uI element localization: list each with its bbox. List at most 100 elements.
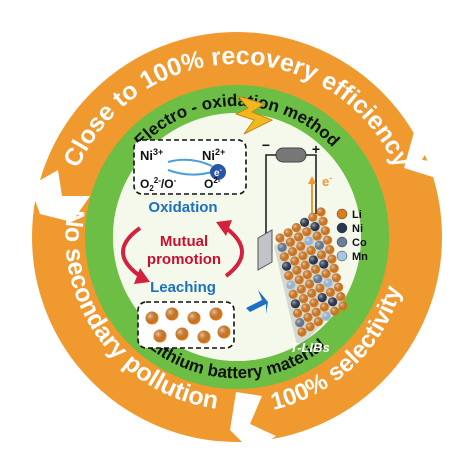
lattice-atom-shine: [303, 312, 313, 322]
redox-box: [133, 139, 247, 195]
li-ion-shine: [153, 329, 167, 343]
electron-arrow-icon: [167, 158, 213, 167]
lattice-atom-shine: [312, 231, 322, 241]
lattice-atom-shine: [298, 251, 308, 261]
lattice-atom-shine: [300, 217, 310, 227]
lattice-atom-shine: [302, 227, 312, 237]
lattice-atom-shine: [307, 288, 317, 298]
ring-gap-right: [404, 128, 454, 178]
lattice-atom-shine: [336, 292, 346, 302]
lattice-atom-shine: [293, 308, 303, 318]
lattice-atom-shine: [296, 284, 306, 294]
ring-gap-left: [30, 170, 90, 222]
li-ion-shine: [145, 311, 159, 325]
electron-flow-arrowhead: [308, 176, 316, 184]
lattice-atom-shine: [325, 287, 335, 297]
legend-swatch: [336, 222, 348, 234]
lattice-atom-shine: [313, 274, 323, 284]
oxide-label: O2-: [204, 176, 221, 191]
lattice-atom-shine: [328, 297, 338, 307]
promotion-label: promotion: [147, 251, 221, 268]
li-ion-shine: [209, 307, 223, 321]
counter-electrode: [257, 229, 273, 271]
lattice-atom-shine: [314, 240, 324, 250]
lightning-icon: [234, 95, 274, 135]
legend-swatch: [336, 236, 348, 248]
minus-sign: −: [262, 137, 270, 153]
lattice-atom-shine: [320, 226, 330, 236]
lattice-atom-shine: [331, 273, 341, 283]
lattice-atom-shine: [283, 228, 293, 238]
lattice-atom-shine: [291, 223, 301, 233]
lattice-atom-shine: [308, 212, 318, 222]
lattice-atom-shine: [308, 255, 318, 265]
lattice-atom-shine: [284, 271, 294, 281]
lattice-atom-shine: [319, 302, 329, 312]
lattice-atom-shine: [279, 252, 289, 262]
lattice-atom-shine: [299, 294, 309, 304]
lattice-atom-shine: [310, 222, 320, 232]
legend-swatch: [336, 250, 348, 262]
lattice-atom-shine: [297, 327, 307, 337]
lattice-atom-shine: [304, 236, 314, 246]
lattice-atom-shine: [294, 232, 304, 242]
lattice-atom-shine: [315, 283, 325, 293]
lattice-atom-shine: [338, 301, 348, 311]
lattice-atom-shine: [288, 289, 298, 299]
mutual-label: Mutual: [160, 233, 208, 250]
lattice-atom-shine: [334, 282, 344, 292]
cycle-arrowhead-left: [134, 268, 150, 284]
lattice-atom-shine: [288, 247, 298, 257]
li-ion-group: [145, 307, 231, 344]
li-ion-shine: [197, 330, 211, 344]
lattice-atom-shine: [290, 256, 300, 266]
legend-label: Li: [352, 209, 362, 221]
lattice-atom-shine: [317, 293, 327, 303]
lattice-atom-shine: [323, 235, 333, 245]
electrode-icon: [275, 147, 307, 163]
oxidation-label: Oxidation: [148, 199, 217, 216]
lattice-atom-shine: [319, 259, 329, 269]
legend-label: Ni: [352, 223, 363, 235]
oxygen-pair-label: O22-/O-: [140, 176, 177, 193]
lattice-atom-shine: [325, 245, 335, 255]
wire-icon-right: [306, 154, 317, 214]
electron-badge-text: e-: [214, 167, 223, 179]
lattice-atom-shine: [306, 246, 316, 256]
li-ion-shine: [217, 325, 231, 339]
lattice-atom-shine: [282, 261, 292, 271]
lattice-atom-shine: [296, 241, 306, 251]
lattice-atom-shine: [285, 237, 295, 247]
battery-lattice: [274, 207, 348, 350]
lattice-atom-shine: [321, 269, 331, 279]
cycle-arrow-left-icon: [121, 226, 142, 278]
cycle-arrow-right-icon: [224, 226, 244, 278]
lattice-atom-shine: [316, 207, 326, 217]
li-ion-shine: [165, 307, 179, 321]
lattice-atom-shine: [292, 265, 302, 275]
lattice-atom-shine: [327, 254, 337, 264]
lattice-atom-shine: [323, 278, 333, 288]
lattice-atom-shine: [300, 260, 310, 270]
lattice-atom-shine: [311, 264, 321, 274]
ni3-label: Ni3+: [140, 147, 163, 163]
li-ion-shine: [187, 311, 201, 325]
ring-gap-bottom: [230, 392, 276, 452]
battery-electron-label: e-: [322, 173, 332, 189]
lattice-atom-shine: [313, 317, 323, 327]
lattice-atom-shine: [318, 216, 328, 226]
lattice-atom-shine: [305, 322, 315, 332]
lattice-atom-shine: [301, 303, 311, 313]
lattice-atom-shine: [309, 298, 319, 308]
cycle-arrowhead-right: [216, 220, 232, 236]
electron-arrow-back-icon: [167, 169, 213, 176]
arrow-icon: [246, 290, 268, 314]
leaching-label: Leaching: [150, 279, 216, 296]
lattice-atom-shine: [311, 307, 321, 317]
ni2-label: Ni2+: [202, 147, 225, 163]
lattice-atom-shine: [286, 280, 296, 290]
lattice-atom-shine: [277, 242, 287, 252]
lattice-atom-shine: [322, 311, 332, 321]
